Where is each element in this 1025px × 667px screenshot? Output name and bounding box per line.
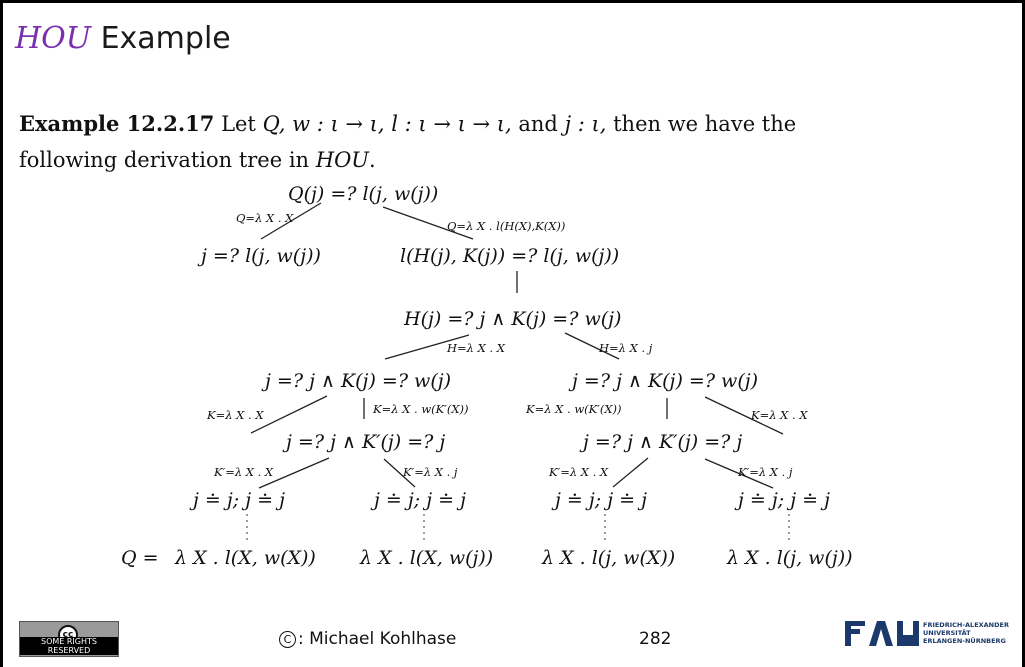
tree-leaf: j ≐ j; j ≐ j <box>193 489 286 511</box>
tree-node: j =? j ∧ K(j) =? w(j) <box>572 370 759 392</box>
edge-label: K′=λ X . j <box>403 465 458 479</box>
tree-ellipsis <box>246 514 790 540</box>
tree-node: j =? j ∧ K′(j) =? j <box>286 431 446 453</box>
author-line: C: Michael Kohlhase <box>279 629 456 649</box>
edge-label: K=λ X . w(K′(X)) <box>526 402 622 416</box>
tree-edge <box>384 334 470 360</box>
tree-edge <box>383 458 416 488</box>
derivation-tree-edges <box>246 202 790 540</box>
tree-leaf: j ≐ j; j ≐ j <box>374 489 467 511</box>
example-text: following derivation tree in <box>19 148 310 172</box>
title-rest: Example <box>91 21 231 56</box>
tree-node: j =? j ∧ K′(j) =? j <box>583 431 743 453</box>
tree-node: H(j) =? j ∧ K(j) =? w(j) <box>404 308 622 330</box>
fau-logo <box>845 621 919 646</box>
edge-label: K=λ X . X <box>751 408 808 422</box>
example-text: . <box>369 148 376 172</box>
solution: λ X . l(j, w(j)) <box>727 547 853 569</box>
edge-label: H=λ X . X <box>447 341 505 355</box>
tree-edge <box>260 202 322 240</box>
slide-title: HOU Example <box>15 21 231 56</box>
tree-edge <box>612 457 649 488</box>
edge-label: K′=λ X . X <box>549 465 609 479</box>
example-text: Let <box>221 112 256 136</box>
solution: λ X . l(X, w(j)) <box>360 547 494 569</box>
tree-node: j =? l(j, w(j)) <box>201 245 321 267</box>
tree-leaf: j ≐ j; j ≐ j <box>738 489 831 511</box>
example-text: then we have the <box>613 112 797 136</box>
edge-label: K′=λ X . j <box>738 465 793 479</box>
edge-label: H=λ X . j <box>599 341 653 355</box>
example-paragraph: Example 12.2.17 Let Q, w : ι → ι, l : ι … <box>19 106 1009 178</box>
tree-edge <box>382 206 474 240</box>
edge-label: Q=λ X . l(H(X),K(X)) <box>447 219 566 233</box>
tree-edge <box>250 395 328 434</box>
edge-label: K=λ X . w(K′(X)) <box>373 402 469 416</box>
tree-root: Q(j) =? l(j, w(j)) <box>288 183 439 205</box>
example-hou: HOU <box>315 148 370 172</box>
page-number: 282 <box>639 629 672 649</box>
example-heading: Example 12.2.17 <box>19 111 215 136</box>
tree-node: l(H(j), K(j)) =? l(j, w(j)) <box>400 245 620 267</box>
fau-wordmark: FRIEDRICH-ALEXANDER UNIVERSITÄT ERLANGEN… <box>923 621 1009 645</box>
edge-label: K′=λ X . X <box>214 465 274 479</box>
example-math: l : ι → ι → ι, <box>391 112 512 136</box>
tree-node: j =? j ∧ K(j) =? w(j) <box>265 370 452 392</box>
example-text: and <box>518 112 558 136</box>
tree-edge <box>704 458 774 489</box>
tree-edge <box>564 332 620 360</box>
solution: λ X . l(X, w(X)) <box>175 547 316 569</box>
example-math: j : ι, <box>564 112 607 136</box>
creative-commons-badge[interactable]: cc SOME RIGHTS RESERVED <box>19 621 119 657</box>
author-name: : Michael Kohlhase <box>298 629 457 649</box>
edge-label: K=λ X . X <box>207 408 264 422</box>
solution: λ X . l(j, w(X)) <box>542 547 676 569</box>
cc-text: SOME RIGHTS RESERVED <box>20 637 118 655</box>
title-hou: HOU <box>15 21 92 56</box>
example-math: Q, w : ι → ι, <box>262 112 385 136</box>
edge-label: Q=λ X . X <box>236 211 294 225</box>
tree-edge <box>258 457 330 489</box>
slide-footer: cc SOME RIGHTS RESERVED C: Michael Kohlh… <box>3 593 1022 667</box>
tree-edge <box>704 396 784 435</box>
copyright-icon: C <box>279 631 296 648</box>
solution-prefix: Q = <box>121 547 159 569</box>
tree-leaf: j ≐ j; j ≐ j <box>555 489 648 511</box>
